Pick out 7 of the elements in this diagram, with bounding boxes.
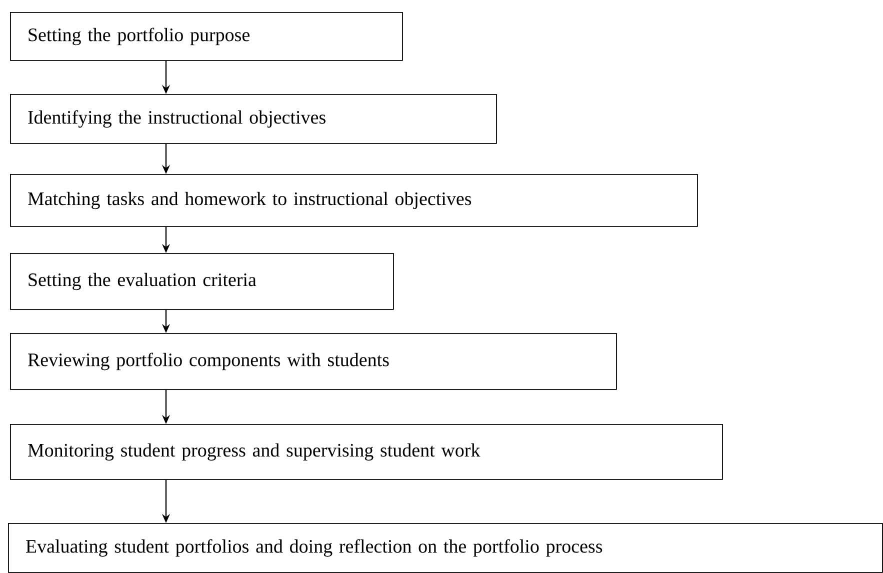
process-box: Matching tasks and homework to instructional objectives (10, 174, 698, 227)
process-box: Identifying the instructional objectives (10, 94, 497, 144)
process-box: Reviewing portfolio components with students (10, 333, 617, 390)
process-box: Setting the portfolio purpose (10, 12, 403, 61)
process-box: Evaluating student portfolios and doing reflection on the portfolio process (8, 523, 883, 573)
process-box: Setting the evaluation criteria (10, 253, 394, 310)
process-box: Monitoring student progress and supervising student work (10, 424, 723, 480)
